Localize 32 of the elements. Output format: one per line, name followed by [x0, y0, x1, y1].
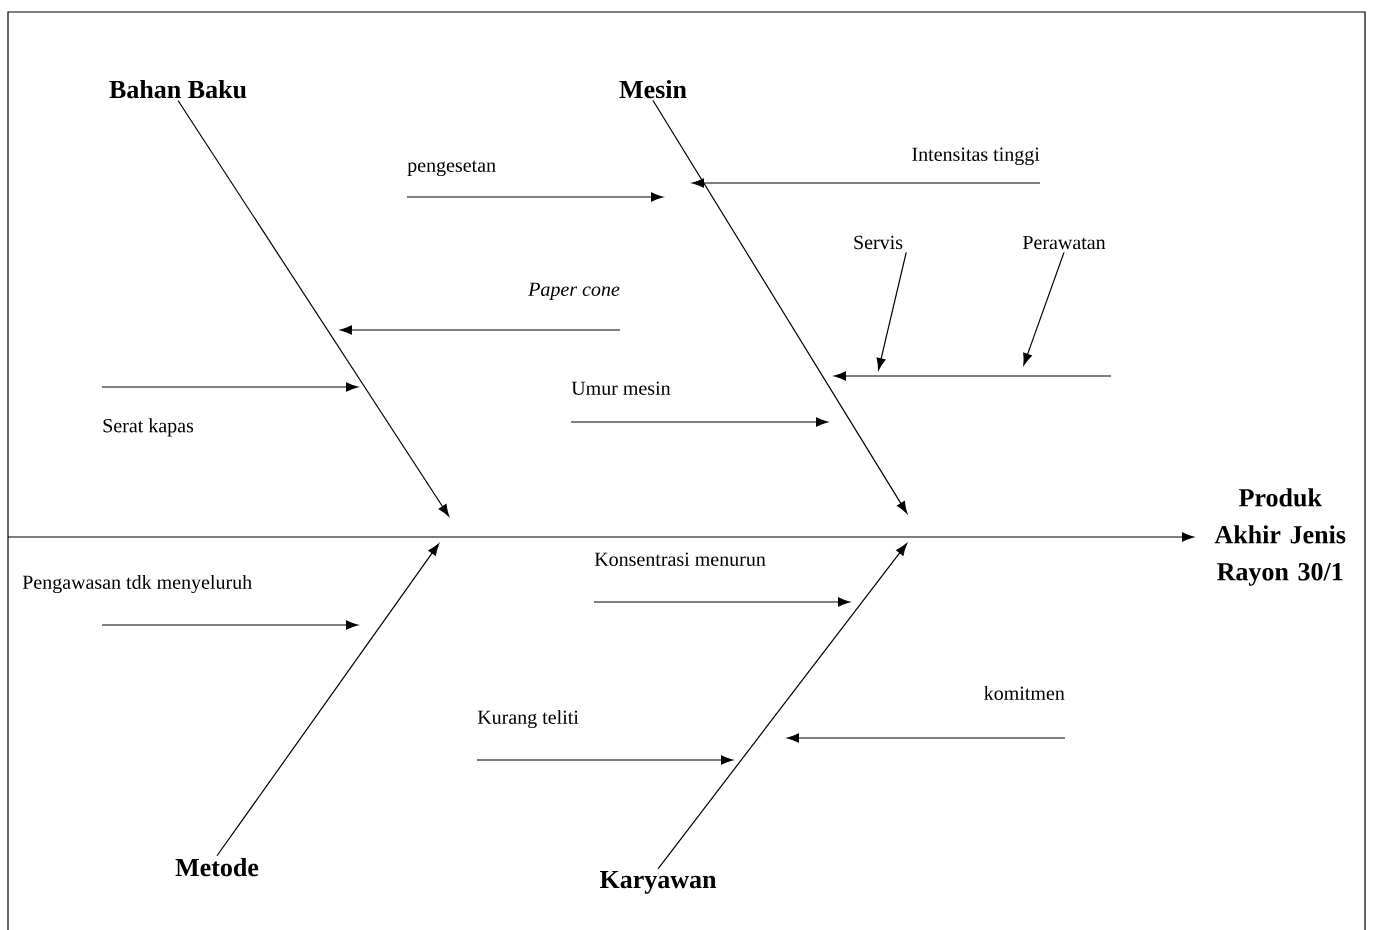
arrow: [652, 99, 908, 514]
cause-label: Servis: [854, 235, 903, 250]
category-label: Mesin: [619, 79, 687, 99]
arrow: [406, 192, 663, 202]
cause-label: Kurang teliti: [477, 709, 579, 729]
arrow: [657, 543, 908, 870]
category-label: Karyawan: [599, 871, 717, 894]
cause-label: komitmen: [984, 685, 1065, 700]
arrow: [570, 417, 828, 427]
cause-label: Umur mesin: [571, 381, 671, 395]
category-label: Bahan Baku: [109, 79, 247, 99]
arrow: [787, 733, 1066, 743]
arrow: [101, 620, 358, 630]
cause-label: Pengawasan tdk menyeluruh: [22, 574, 252, 594]
cause-label: Serat kapas: [103, 418, 194, 437]
cause-label: Intensitas tinggi: [912, 147, 1040, 166]
cause-label: Konsentrasi menurun: [594, 552, 766, 566]
arrow: [876, 251, 907, 371]
category-label: Metode: [175, 858, 259, 877]
arrow: [476, 755, 733, 765]
arrow: [177, 99, 450, 517]
cause-label: Perawatan: [1022, 235, 1106, 250]
arrow: [692, 178, 1041, 188]
arrow: [340, 325, 621, 335]
cause-label: pengesetan: [407, 160, 496, 177]
arrow: [101, 382, 358, 392]
arrow: [1023, 251, 1065, 366]
arrow: [216, 543, 440, 857]
arrow: [7, 532, 1194, 542]
cause-label: Paper cone: [528, 282, 620, 301]
arrow: [593, 597, 850, 607]
effect-label: Produk Akhir Jenis Rayon 30/1: [1214, 488, 1346, 586]
